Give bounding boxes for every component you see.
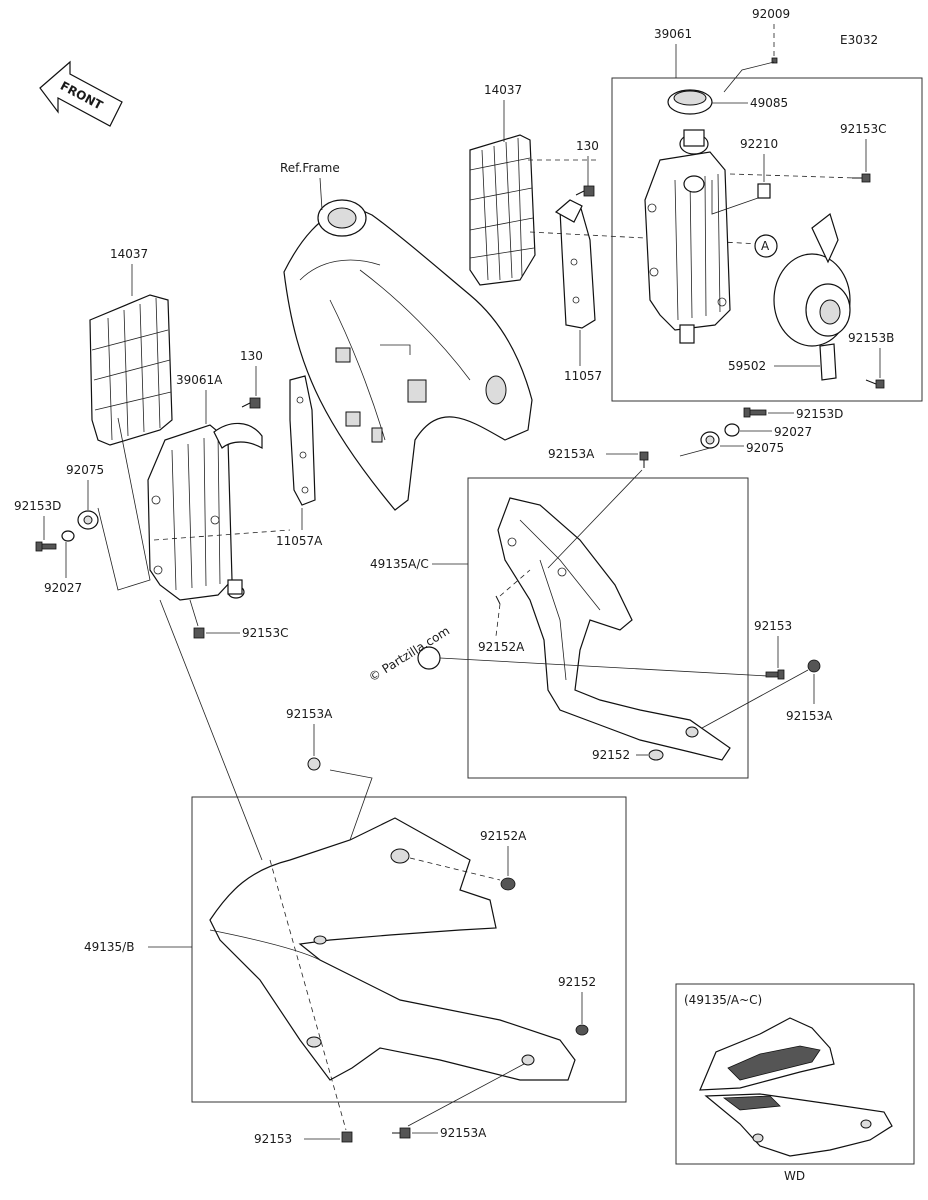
label-11057A: 11057A [276, 534, 323, 548]
label-49135AC: 49135A/C [370, 557, 429, 571]
ref-frame-label: Ref.Frame [280, 161, 340, 175]
shroud-b-box [191, 796, 627, 1103]
shroud-49135AC [497, 497, 731, 761]
grommet-92075-left-icon [77, 510, 99, 530]
label-92027-right: 92027 [774, 425, 812, 439]
label-39061: 39061 [654, 27, 692, 41]
label-92152A-low: 92152A [480, 829, 527, 843]
screw-92009-icon [771, 57, 778, 64]
bolt-130-top-icon [575, 185, 595, 197]
collar-92152A-low-icon [500, 877, 516, 891]
bolt-92153D-left-icon [35, 541, 57, 552]
radiator-cap-49085 [667, 89, 713, 115]
label-92075-left: 92075 [66, 463, 104, 477]
front-arrow-icon: FRONT [39, 60, 123, 127]
label-92075-right: 92075 [746, 441, 784, 455]
label-11057: 11057 [564, 369, 602, 383]
label-14037-top: 14037 [484, 83, 522, 97]
label-92153A-bottom: 92153A [440, 1126, 487, 1140]
label-92153C-left: 92153C [242, 626, 289, 640]
frame-drawing [283, 199, 533, 511]
nut-92153A-low-icon [307, 757, 321, 771]
bolt-130-left-icon [241, 397, 261, 409]
shroud-49135B [209, 817, 576, 1081]
callout-a-circle [754, 234, 778, 258]
bolt-92153-bottom-icon [341, 1131, 353, 1143]
bolt-92153B-icon [865, 379, 885, 389]
bolt-92153A-mid-icon [639, 451, 649, 468]
label-39061A: 39061A [176, 373, 223, 387]
label-92152A-mid: 92152A [478, 640, 525, 654]
collar-92152-mid-icon [648, 749, 664, 761]
bracket-11057 [554, 199, 596, 329]
inset-box [675, 983, 915, 1165]
radiator-assembly-box [611, 77, 923, 402]
label-92153D-right: 92153D [796, 407, 843, 421]
diagram-code: E3032 [840, 33, 878, 47]
bolt-92153A-bottom-icon [392, 1127, 411, 1139]
label-130-top: 130 [576, 139, 599, 153]
label-92153A-low: 92153A [286, 707, 333, 721]
label-92153A-mid: 92153A [548, 447, 595, 461]
collar-92027-right-icon [724, 423, 740, 437]
nut-92153A-right-icon [807, 659, 821, 673]
bolt-92153D-right-icon [743, 407, 767, 418]
label-92153-bottom: 92153 [254, 1132, 292, 1146]
radiator-grille-left [89, 294, 173, 446]
inset-caption: WD [784, 1169, 805, 1183]
inset-title: (49135/A~C) [684, 993, 762, 1007]
callout-a-label: A [761, 239, 770, 253]
label-92153-right: 92153 [754, 619, 792, 633]
label-92153B: 92153B [848, 331, 894, 345]
label-59502: 59502 [728, 359, 766, 373]
fan-59502 [773, 212, 851, 381]
label-92152-low: 92152 [558, 975, 596, 989]
label-92153D-left: 92153D [14, 499, 61, 513]
label-92210: 92210 [740, 137, 778, 151]
radiator-grille-right [469, 134, 536, 286]
bolt-92153C-top-icon [852, 173, 871, 183]
collar-92152A-mid-icon [495, 595, 501, 605]
label-92153A-right: 92153A [786, 709, 833, 723]
bolt-92153-right-icon [765, 669, 785, 680]
radiator-39061 [644, 129, 731, 344]
radiator-39061A [147, 422, 263, 601]
shroud-a-box [467, 477, 749, 779]
label-92152-mid: 92152 [592, 748, 630, 762]
clip-92210-icon [757, 183, 771, 199]
label-92153C-top: 92153C [840, 122, 887, 136]
collar-92027-left-icon [61, 530, 75, 542]
label-92027-left: 92027 [44, 581, 82, 595]
collar-92152-low-icon [575, 1024, 589, 1036]
nut-92153C-left-icon [193, 627, 205, 639]
label-49135B: 49135/B [84, 940, 134, 954]
label-14037-left: 14037 [110, 247, 148, 261]
inset-shroud-drawing [699, 1017, 893, 1157]
label-130-left: 130 [240, 349, 263, 363]
label-49085: 49085 [750, 96, 788, 110]
label-92009: 92009 [752, 7, 790, 21]
bracket-11057A [289, 375, 316, 506]
grommet-92075-right-icon [700, 431, 720, 449]
